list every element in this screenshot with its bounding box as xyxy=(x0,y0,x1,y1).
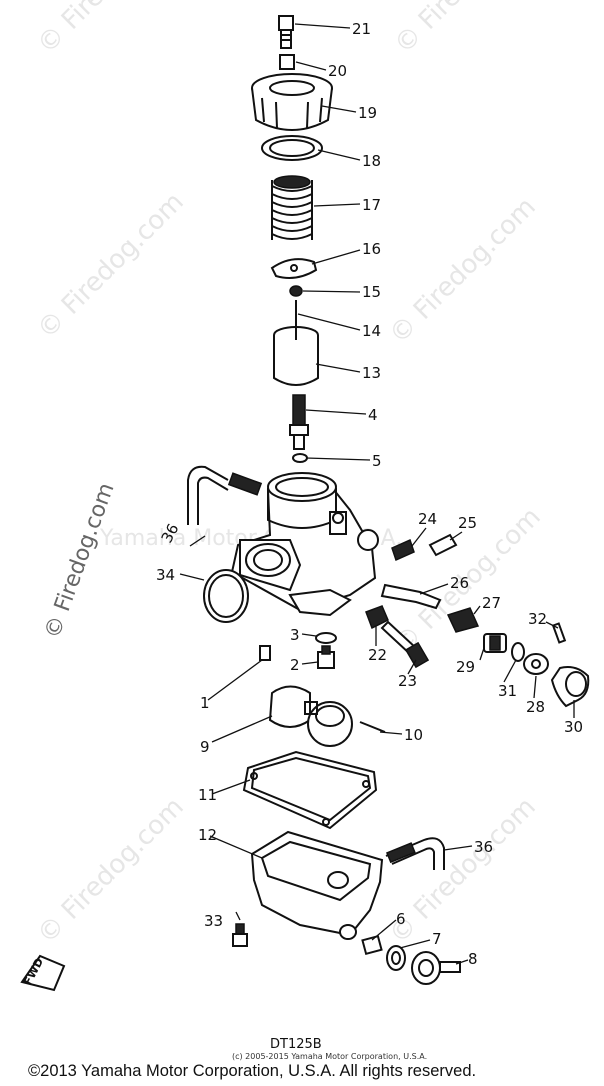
callout-number: 36 xyxy=(474,838,493,856)
part-18-gasket xyxy=(261,135,323,161)
callout-number: 27 xyxy=(482,594,501,612)
callout-number: 31 xyxy=(498,682,517,700)
part-33-drain-screw xyxy=(232,923,248,947)
part-13-throttle-valve xyxy=(273,300,319,386)
part-11-gasket xyxy=(242,750,378,830)
leader-lines xyxy=(179,23,575,965)
callout-number: 23 xyxy=(398,672,417,690)
callout-number: 13 xyxy=(362,364,381,382)
callout-number: 21 xyxy=(352,20,371,38)
part-36-drain-tube xyxy=(385,837,445,870)
part-22-spring xyxy=(365,605,389,630)
footer-copyright: ©2013 Yamaha Motor Corporation, U.S.A. A… xyxy=(28,1062,476,1080)
fwd-arrow-icon: FWD xyxy=(20,954,66,992)
callout-number: 29 xyxy=(456,658,475,676)
callout-number: 5 xyxy=(372,452,382,470)
watermark: © Firedog.com xyxy=(32,187,190,345)
part-8-bolt xyxy=(411,951,461,985)
part-32-pin xyxy=(551,622,567,644)
callout-number: 22 xyxy=(368,646,387,664)
part-5-o-ring xyxy=(292,453,308,463)
callout-number: 18 xyxy=(362,152,381,170)
callout-number: 8 xyxy=(468,950,478,968)
watermark-vertical: © Firedog.com xyxy=(40,480,119,642)
carburetor-body xyxy=(187,465,379,617)
callout-number: 7 xyxy=(432,930,442,948)
callout-number: 6 xyxy=(396,910,406,928)
callout-number: 14 xyxy=(362,322,381,340)
part-26-pilot-screw xyxy=(380,583,442,610)
callout-number: 26 xyxy=(450,574,469,592)
watermark: © Firedog.com xyxy=(32,0,190,60)
callout-number: 9 xyxy=(200,738,210,756)
part-29-plug xyxy=(483,633,507,653)
part-2-main-jet xyxy=(317,645,335,669)
part-21-cap-adjuster xyxy=(278,15,294,49)
callout-number: 17 xyxy=(362,196,381,214)
callout-number: 34 xyxy=(156,566,175,584)
part-34-gasket xyxy=(203,569,249,623)
watermark: © Firedog.com xyxy=(384,192,542,350)
part-6-plug xyxy=(361,934,383,956)
model-code: DT125B xyxy=(270,1037,322,1052)
callout-number: 20 xyxy=(328,62,347,80)
part-3-washer xyxy=(315,632,337,644)
callout-number: 30 xyxy=(564,718,583,736)
part-25-air-screw xyxy=(428,533,458,557)
part-30-cap xyxy=(550,666,590,708)
callout-number: 12 xyxy=(198,826,217,844)
callout-number: 32 xyxy=(528,610,547,628)
callout-number: 25 xyxy=(458,514,477,532)
part-15-clip xyxy=(289,285,303,297)
callout-number: 11 xyxy=(198,786,217,804)
callout-number: 2 xyxy=(290,656,300,674)
part-28-cap xyxy=(523,653,549,675)
watermark: © Firedog.com xyxy=(384,792,542,950)
callout-number: 15 xyxy=(362,283,381,301)
callout-number: 28 xyxy=(526,698,545,716)
part-1-pilot-jet xyxy=(259,645,271,661)
part-23-throttle-screw xyxy=(380,620,430,669)
callout-number: 33 xyxy=(204,912,223,930)
part-17-throttle-spring xyxy=(271,175,313,240)
callout-number: 3 xyxy=(290,626,300,644)
part-16-plate xyxy=(270,258,318,279)
part-31-ring xyxy=(511,642,525,662)
watermark: © Firedog.com xyxy=(32,792,190,950)
part-24-spring xyxy=(391,538,415,562)
part-4-needle-jet xyxy=(289,394,309,450)
part-20-nut xyxy=(279,54,295,70)
watermark: © Firedog.com xyxy=(389,0,547,60)
callout-number: 4 xyxy=(368,406,378,424)
callout-number: 1 xyxy=(200,694,210,712)
part-12-float-chamber xyxy=(250,830,384,940)
callout-number: 16 xyxy=(362,240,381,258)
part-10-float-pin xyxy=(359,721,386,733)
part-7-washer xyxy=(386,945,406,971)
part-27-spring xyxy=(446,607,480,633)
part-9-float xyxy=(268,685,353,747)
callout-number: 24 xyxy=(418,510,437,528)
part-19-top-cap xyxy=(251,73,333,131)
small-copyright: (c) 2005-2015 Yamaha Motor Corporation, … xyxy=(232,1052,427,1061)
callouts: 21 20 19 18 17 16 15 14 13 4 5 24 25 26 … xyxy=(156,20,583,968)
callout-number: 10 xyxy=(404,726,423,744)
callout-number: 19 xyxy=(358,104,377,122)
